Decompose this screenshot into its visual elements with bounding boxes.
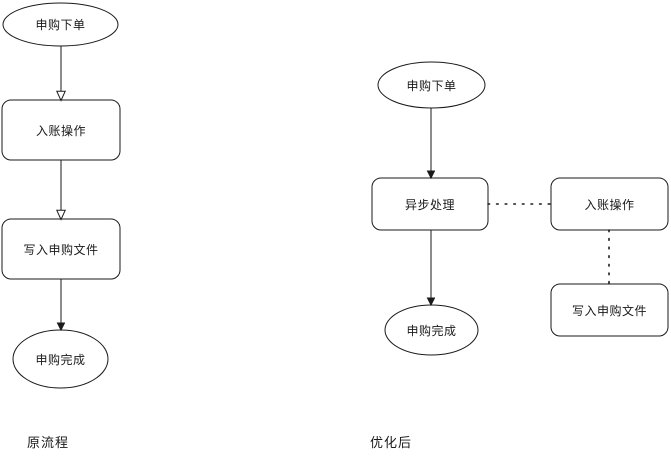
node-opt-end[interactable] bbox=[384, 304, 479, 356]
caption-original-flow: 原流程 bbox=[27, 436, 70, 451]
shapes-layer bbox=[1, 2, 669, 389]
node-orig-posting[interactable] bbox=[1, 99, 121, 161]
node-opt-async[interactable] bbox=[371, 177, 489, 231]
edges-layer bbox=[56, 46, 610, 330]
node-orig-end[interactable] bbox=[12, 329, 109, 389]
node-opt-posting[interactable] bbox=[550, 177, 669, 231]
node-orig-writefile[interactable] bbox=[1, 218, 121, 280]
node-opt-writefile[interactable] bbox=[550, 283, 669, 337]
caption-optimized-flow: 优化后 bbox=[370, 436, 413, 451]
node-opt-start[interactable] bbox=[377, 61, 486, 109]
node-orig-start[interactable] bbox=[2, 2, 119, 47]
